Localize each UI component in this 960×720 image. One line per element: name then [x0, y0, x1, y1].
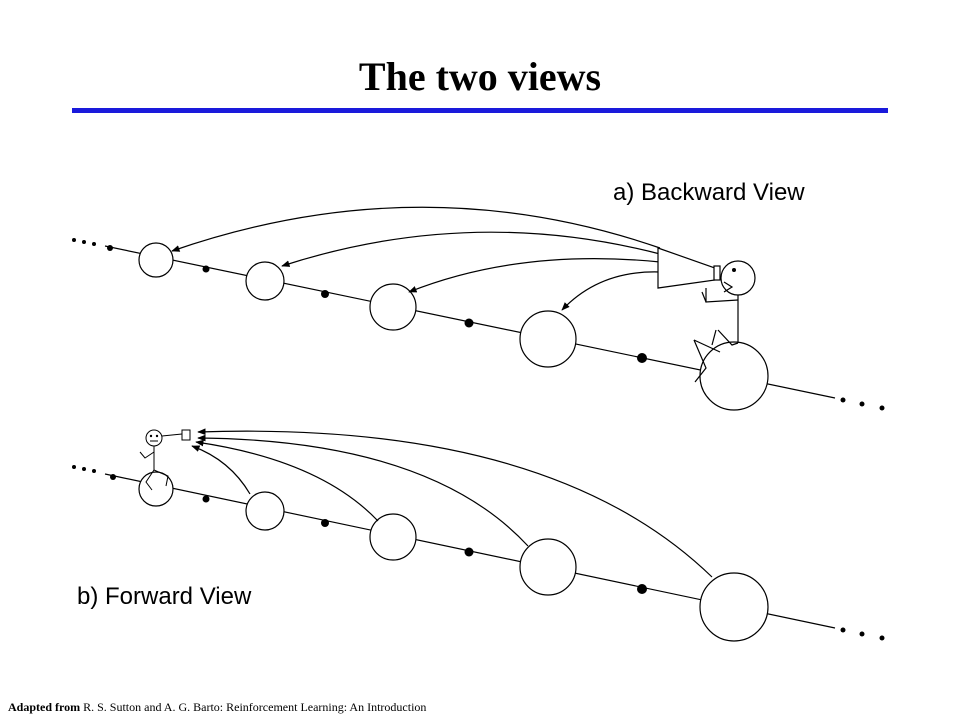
footer-prefix: Adapted from — [8, 700, 81, 714]
backward-trailing-ellipsis — [840, 397, 885, 411]
forward-agent-figure — [139, 429, 191, 491]
backward-state-circles — [138, 242, 769, 411]
forward-state-circles — [138, 471, 769, 642]
binocular-icon — [181, 429, 191, 441]
megaphone-icon — [657, 247, 716, 289]
backward-state-circle — [699, 341, 769, 411]
forward-leading-ellipsis — [72, 465, 96, 473]
backward-transition-dots — [107, 245, 647, 363]
forward-arrows — [191, 428, 713, 578]
backward-state-circle — [138, 242, 174, 278]
backward-agent-figure — [657, 247, 756, 383]
forward-state-circle — [369, 513, 417, 561]
forward-state-circle — [519, 538, 577, 596]
footer-text: R. S. Sutton and A. G. Barto: Reinforcem… — [83, 700, 427, 714]
forward-view-label: b) Forward View — [77, 583, 252, 610]
footer-citation: Adapted from R. S. Sutton and A. G. Bart… — [8, 700, 426, 715]
backward-arrows — [171, 206, 661, 311]
title-rule — [72, 108, 888, 113]
backward-state-circle — [369, 283, 417, 331]
forward-state-circle — [699, 572, 769, 642]
backward-state-circle — [519, 310, 577, 368]
backward-leading-ellipsis — [72, 238, 96, 246]
forward-state-circle — [245, 491, 285, 531]
backward-view-panel: a) Backward View — [72, 179, 885, 411]
forward-trailing-ellipsis — [840, 627, 885, 641]
slide-title: The two views — [358, 54, 602, 99]
forward-transition-dots — [110, 474, 647, 594]
forward-view-panel: b) Forward View — [72, 428, 885, 642]
backward-state-circle — [245, 261, 285, 301]
backward-view-label: a) Backward View — [613, 179, 805, 206]
